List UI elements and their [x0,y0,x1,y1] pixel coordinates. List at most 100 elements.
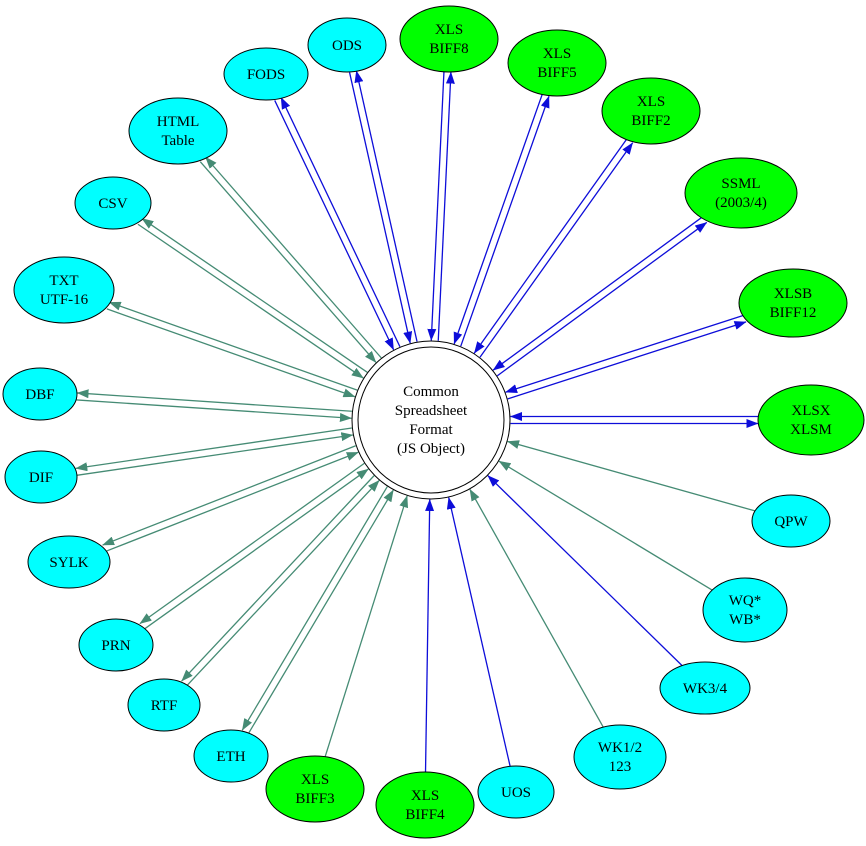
node-wk34: WK3/4 [659,661,751,715]
edge-line-out [479,142,634,358]
node-label: QPW [774,514,808,530]
node-label: WK3/4 [683,681,728,697]
edge-line-in [186,479,380,687]
edge-ssml [492,216,708,377]
node-ellipse [127,678,201,732]
edge-html-table [199,156,382,363]
edge-line-out [507,321,747,400]
node-qpw: QPW [751,494,831,548]
edge-qpw [507,440,756,512]
node-ellipse [78,618,154,672]
edge-line-in [199,161,377,363]
edge-line-in [76,399,352,422]
edge-line-out [280,96,401,348]
node-dif: DIF [4,450,78,504]
node-dbf: DBF [2,367,78,421]
edge-line-in [469,488,604,728]
edge-sylk [102,445,359,553]
edge-wk12-123 [469,488,604,728]
edge-line-in [324,495,409,757]
node-ellipse [757,384,865,456]
edge-line-in [137,223,364,379]
node-label: FODS [247,67,285,83]
node-ellipse [738,268,848,338]
node-ellipse [307,17,387,73]
node-label: DIF [29,470,53,486]
edge-xls-biff8 [427,71,455,341]
center-inner-circle [357,346,505,494]
edge-rtf [181,475,380,687]
node-label: ODS [332,38,362,54]
edge-line-in [487,475,683,667]
edge-line-out [496,221,708,377]
node-label: ETH [216,749,245,765]
node-label: CSV [98,196,127,212]
edge-line-out [354,70,418,342]
edge-line-out [102,445,356,546]
edge-line-in [427,71,445,341]
edge-xls-biff2 [473,138,634,358]
node-fods: FODS [223,47,309,101]
edge-line-in [274,100,395,351]
edge-line-out [141,217,368,373]
edge-line-out [76,389,352,412]
edge-line-out [139,462,365,625]
node-ssml: SSML(2003/4) [684,157,798,229]
edge-line-out [181,475,375,682]
node-label: DBF [25,387,54,403]
edge-xls-biff5 [453,93,550,347]
node-label: RTF [151,698,178,714]
edge-line-out [75,427,352,472]
edge-ods [348,70,418,344]
edge-eth [241,486,394,735]
edge-dbf [76,389,352,422]
node-ellipse [2,367,78,421]
node-ellipse [193,729,269,783]
edge-line-in [424,498,435,773]
edge-line-in [473,138,628,354]
edge-line-in [76,432,354,476]
node-ellipse [128,97,228,165]
node-ellipse [659,661,751,715]
edge-xls-biff4 [424,498,435,773]
edge-line-out [437,71,455,341]
edge-line-in [106,308,356,398]
node-ellipse [399,5,499,73]
edge-fods [274,96,401,351]
edge-txt-utf16 [106,301,358,398]
edge-prn [139,462,369,630]
node-ellipse [601,77,701,145]
node-label: WQ*WB* [729,593,762,628]
node-rtf: RTF [127,678,201,732]
node-uos: UOS [477,765,555,819]
edge-wk34 [487,475,683,667]
node-prn: PRN [78,618,154,672]
edge-line-in [453,93,543,345]
node-ellipse [573,724,667,790]
node-ellipse [477,765,555,819]
node-label: UOS [501,785,531,801]
edge-line-in [498,460,713,591]
node-label: SYLK [49,555,88,571]
edge-wq-wb [498,460,713,591]
edge-line-out [460,95,550,347]
node-ellipse [265,755,365,823]
edge-line-in [104,451,359,553]
node-ellipse [74,176,152,230]
edge-line-out [205,156,382,359]
